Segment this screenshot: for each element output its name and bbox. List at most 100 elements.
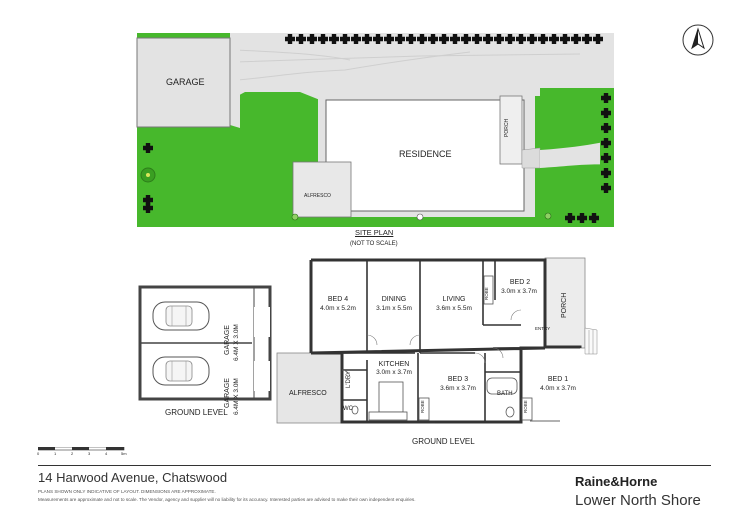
shrub-icon <box>601 108 611 118</box>
room-bed-1-name: BED 1 <box>547 376 569 383</box>
laundry-label: L'DRY <box>346 370 352 388</box>
shrub-icon <box>373 34 383 44</box>
garage-plan-title: GROUND LEVEL <box>165 408 228 417</box>
shrub-icon <box>571 34 581 44</box>
brand-name: Raine&Horne <box>575 474 658 489</box>
shrub-icon <box>582 34 592 44</box>
site-plan <box>136 33 614 227</box>
shrub-icon <box>505 34 515 44</box>
shrub-icon <box>395 34 405 44</box>
shrub-icon <box>593 34 603 44</box>
shrub-icon <box>296 34 306 44</box>
hedge-row-bottom <box>565 213 599 223</box>
room-bed-4-dims: 4.0m x 5.2m <box>320 305 356 312</box>
shrub-icon <box>472 34 482 44</box>
shrub-icon <box>406 34 416 44</box>
shrub-icon <box>565 213 575 223</box>
room-kitchen-name: KITCHEN <box>378 361 410 368</box>
shrub-icon <box>351 34 361 44</box>
hedge-row-left <box>143 143 153 213</box>
robe-label-bed-1: ROBE <box>523 400 528 413</box>
shrub-icon <box>516 34 526 44</box>
porch-label: PORCH <box>561 292 568 318</box>
interior-walls <box>311 260 521 422</box>
brand-office: Lower North Shore <box>575 492 701 509</box>
bathtub <box>486 377 518 395</box>
driveway <box>230 33 614 100</box>
room-living-dims: 3.6m x 5.5m <box>436 305 472 312</box>
robe-label-bed-2: ROBE <box>484 287 489 300</box>
shrub-icon <box>417 34 427 44</box>
property-address: 14 Harwood Avenue, Chatswood <box>38 470 228 485</box>
shrub-icon <box>483 34 493 44</box>
site-alfresco <box>292 161 352 218</box>
floor-plan-title: GROUND LEVEL <box>412 437 475 446</box>
shrub-icon <box>318 34 328 44</box>
room-dining-name: DINING <box>381 296 407 303</box>
shrub-icon <box>329 34 339 44</box>
shrub-icon <box>494 34 504 44</box>
car-icon <box>152 356 210 386</box>
shrub-icon <box>601 93 611 103</box>
shrub-icon <box>461 34 471 44</box>
scale-label: 4 <box>105 451 108 456</box>
north-compass-icon <box>682 24 714 56</box>
site-porch <box>499 95 523 165</box>
hedge-row-right <box>601 93 611 193</box>
scale-label: 1 <box>54 451 57 456</box>
alfresco-label: ALFRESCO <box>289 390 327 397</box>
room-kitchen-dims: 3.0m x 3.7m <box>376 369 412 376</box>
garage-plan <box>138 285 272 401</box>
site-plan-subtitle: (NOT TO SCALE) <box>350 241 398 247</box>
shrub-icon <box>143 143 153 153</box>
shrub-icon <box>285 34 295 44</box>
room-bed-1-dims: 4.0m x 3.7m <box>540 385 576 392</box>
shrub-icon <box>439 34 449 44</box>
shrub-icon <box>384 34 394 44</box>
shrub-icon <box>601 183 611 193</box>
site-garage-label: GARAGE <box>166 77 205 87</box>
shrub-icon <box>538 34 548 44</box>
entry-label: ENTRY <box>535 326 551 331</box>
room-bed-3-dims: 3.6m x 3.7m <box>440 385 476 392</box>
room-dining-dims: 3.1m x 5.5m <box>376 305 412 312</box>
scale-label: 2 <box>71 451 74 456</box>
scale-label: 0 <box>37 451 40 456</box>
shrub-icon <box>340 34 350 44</box>
shrub-icon <box>428 34 438 44</box>
site-garage <box>136 37 231 128</box>
room-bed-4-name: BED 4 <box>327 296 349 303</box>
scale-bar: 0 1 2 3 4 5m <box>37 447 133 461</box>
shrub-icon <box>307 34 317 44</box>
disclaimer-line-1: PLANS SHOWN ONLY INDICATIVE OF LAYOUT. D… <box>38 489 216 494</box>
car-icon <box>152 301 210 331</box>
shrub-icon <box>589 213 599 223</box>
shrub-icon <box>601 153 611 163</box>
disclaimer-line-2: Measurements are approximate and not to … <box>38 497 416 502</box>
site-plan-title: SITE PLAN <box>355 228 394 237</box>
room-bed-2-dims: 3.0m x 3.7m <box>501 288 537 295</box>
floor-plan <box>276 257 598 424</box>
shrub-icon <box>143 203 153 213</box>
site-residence-label: RESIDENCE <box>399 149 452 159</box>
footer-divider <box>38 465 711 466</box>
scale-label: 3 <box>88 451 91 456</box>
wc-label: WC <box>343 406 353 412</box>
site-alfresco-label: ALFRESCO <box>304 193 331 199</box>
site-porch-label: PORCH <box>504 118 510 137</box>
porch-area <box>544 257 586 349</box>
shrub-icon <box>560 34 570 44</box>
alfresco-area <box>276 352 343 424</box>
shrub-icon <box>450 34 460 44</box>
shrub-icon <box>549 34 559 44</box>
toilet <box>505 406 515 418</box>
site-residence <box>325 99 525 212</box>
shrub-icon <box>601 168 611 178</box>
bath-label: BATH <box>497 391 513 397</box>
robe-label-bed-3: ROBE <box>420 400 425 413</box>
hedge-row-top <box>285 34 603 44</box>
door-swings <box>341 309 522 379</box>
shrub-icon <box>601 138 611 148</box>
room-bed-3-name: BED 3 <box>447 376 469 383</box>
shrub-icon <box>143 195 153 205</box>
